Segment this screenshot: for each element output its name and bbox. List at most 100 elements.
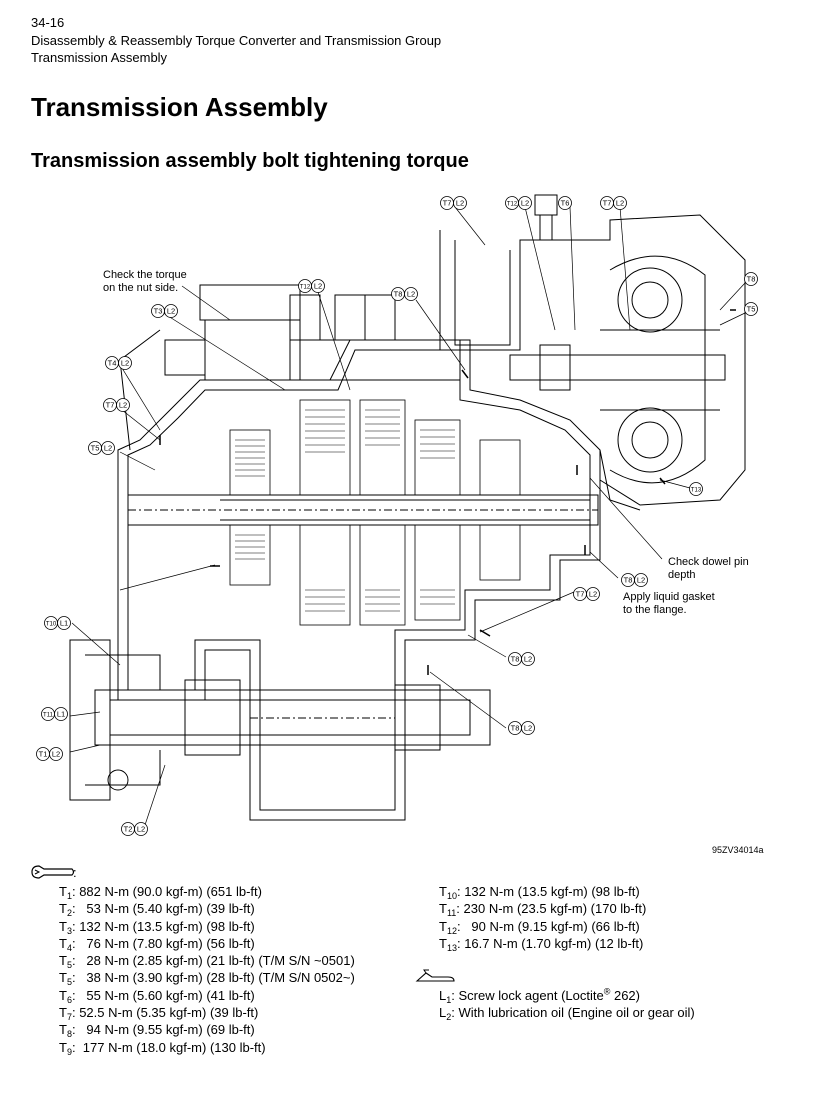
callout-lubricant-label: L2 — [167, 307, 175, 316]
callout-badge: T8 L2 — [391, 287, 418, 301]
torque-spec-row: T11: 230 N-m (23.5 kgf-m) (170 lb-ft) — [439, 900, 646, 919]
callout-torque-label: T8 — [394, 290, 403, 299]
callout-badge: T4 L2 — [105, 356, 132, 370]
callout-lubricant-label: L2 — [407, 290, 415, 299]
note-liquid-gasket: Apply liquid gasket to the flange. — [623, 591, 715, 617]
callout-lubricant-label: L2 — [314, 282, 322, 291]
callout-torque-label: T1 — [39, 750, 48, 759]
spec-subscript: 5 — [66, 960, 72, 971]
callout-torque-label: T11 — [43, 713, 54, 719]
callout-badge: T6 — [558, 196, 572, 210]
spec-subscript: 2 — [66, 908, 72, 919]
spec-subscript: 4 — [66, 942, 72, 953]
registered-mark: ® — [603, 986, 611, 997]
note-line: to the flange. — [623, 604, 687, 616]
callout-lubricant-label: L1 — [57, 710, 65, 719]
spec-value: : 52.5 N-m (5.35 kgf-m) (39 lb-ft) — [71, 1005, 259, 1021]
spec-value: : With lubrication oil (Engine oil or ge… — [451, 1005, 695, 1021]
note-dowel-pin: Check dowel pin depth — [668, 556, 749, 582]
callout-torque-label: T5 — [747, 305, 756, 314]
note-nut-side: Check the torque on the nut side. — [103, 269, 187, 295]
callout-torque-label: T4 — [108, 359, 117, 368]
page-number: 34-16 — [31, 15, 65, 30]
callout-torque-label: T2 — [124, 825, 133, 834]
torque-spec-row: T12: 90 N-m (9.15 kgf-m) (66 lb-ft) — [439, 918, 646, 936]
spec-symbol: T — [439, 901, 447, 917]
spec-subscript: 10 — [446, 891, 457, 901]
spec-symbol: T — [59, 987, 67, 1003]
callout-torque-label: T12 — [507, 202, 518, 208]
lubricant-spec-row: L1: Screw lock agent (Loctite® 262) — [439, 987, 695, 1004]
torque-spec-row: T7: 52.5 N-m (5.35 kgf-m) (39 lb-ft) — [59, 1004, 355, 1022]
transmission-cross-section-diagram: T7L2T12L2T6T7L2T8T5T12L2T8L2T3L2T4L2T7L2… — [36, 194, 758, 836]
spec-subscript: 12 — [446, 925, 457, 936]
torque-list-left: T1: 882 N-m (90.0 kgf-m) (651 lb-ft)T2: … — [59, 883, 355, 1056]
spec-value: : 90 N-m (9.15 kgf-m) (66 lb-ft) — [456, 918, 640, 934]
spec-symbol: T — [439, 884, 447, 899]
spec-symbol: T — [59, 884, 67, 899]
lubricant-list: L1: Screw lock agent (Loctite® 262)L2: W… — [439, 987, 695, 1022]
callout-lubricant-label: L2 — [524, 724, 532, 733]
spec-value: : 94 N-m (9.55 kgf-m) (69 lb-ft) — [71, 1022, 255, 1038]
callout-torque-label: T10 — [46, 622, 57, 628]
spec-symbol: T — [59, 1022, 67, 1038]
callout-lubricant-label: L1 — [60, 619, 68, 628]
spec-symbol: T — [59, 970, 67, 986]
callout-lubricant-label: L2 — [104, 444, 112, 453]
torque-spec-row: T5: 28 N-m (2.85 kgf-m) (21 lb-ft) (T/M … — [59, 952, 355, 971]
spec-symbol: T — [59, 935, 67, 951]
figure-id: 95ZV34014a — [712, 845, 764, 855]
callout-torque-label: T7 — [576, 590, 585, 599]
spec-value: : 55 N-m (5.60 kgf-m) (41 lb-ft) — [71, 987, 255, 1003]
callout-lubricant-label: L2 — [524, 655, 532, 664]
callout-badge: T13 — [689, 482, 703, 496]
spec-value: : 132 N-m (13.5 kgf-m) (98 lb-ft) — [71, 918, 255, 934]
spec-symbol: T — [59, 901, 67, 917]
spec-symbol: L — [439, 1005, 447, 1021]
spec-subscript: 8 — [66, 1029, 72, 1040]
callout-torque-label: T7 — [603, 199, 612, 208]
spec-value: : Screw lock agent (Loctite — [451, 988, 604, 1003]
callout-badge: T7 L2 — [600, 196, 627, 210]
spec-symbol: T — [59, 1039, 67, 1055]
callout-badge: T8 — [744, 272, 758, 286]
torque-spec-row: T6: 55 N-m (5.60 kgf-m) (41 lb-ft) — [59, 987, 355, 1005]
callout-lubricant-label: L2 — [456, 199, 464, 208]
spec-symbol: T — [59, 953, 67, 969]
section-title: Disassembly & Reassembly Torque Converte… — [31, 33, 442, 48]
callout-lubricant-label: L2 — [121, 359, 129, 368]
spec-value: : 76 N-m (7.80 kgf-m) (56 lb-ft) — [71, 935, 255, 951]
note-line: depth — [668, 569, 696, 581]
torque-spec-row: T13: 16.7 N-m (1.70 kgf-m) (12 lb-ft) — [439, 935, 646, 953]
callout-torque-label: T13 — [691, 488, 702, 494]
spec-subscript: 9 — [66, 1046, 72, 1057]
spec-value: : 28 N-m (2.85 kgf-m) (21 lb-ft) (T/M S/… — [71, 953, 355, 969]
oil-can-icon — [415, 969, 455, 982]
callout-lubricant-label: L2 — [119, 401, 127, 410]
spec-subscript: 11 — [446, 908, 457, 919]
note-line: Check the torque — [103, 269, 187, 281]
spec-subscript: 2 — [446, 1012, 452, 1023]
spec-value: : 177 N-m (18.0 kgf-m) (130 lb-ft) — [71, 1039, 266, 1055]
note-line: on the nut side. — [103, 282, 179, 294]
spec-symbol: T — [59, 918, 67, 934]
callout-torque-label: T7 — [443, 199, 452, 208]
callout-torque-label: T6 — [561, 199, 570, 208]
callout-torque-label: T8 — [624, 576, 633, 585]
callout-torque-label: T8 — [747, 275, 756, 284]
callout-lubricant-label: L2 — [616, 199, 624, 208]
callout-torque-label: T7 — [106, 401, 115, 410]
torque-spec-row: T9: 177 N-m (18.0 kgf-m) (130 lb-ft) — [59, 1039, 355, 1057]
callout-badge: T7 L2 — [103, 398, 130, 412]
